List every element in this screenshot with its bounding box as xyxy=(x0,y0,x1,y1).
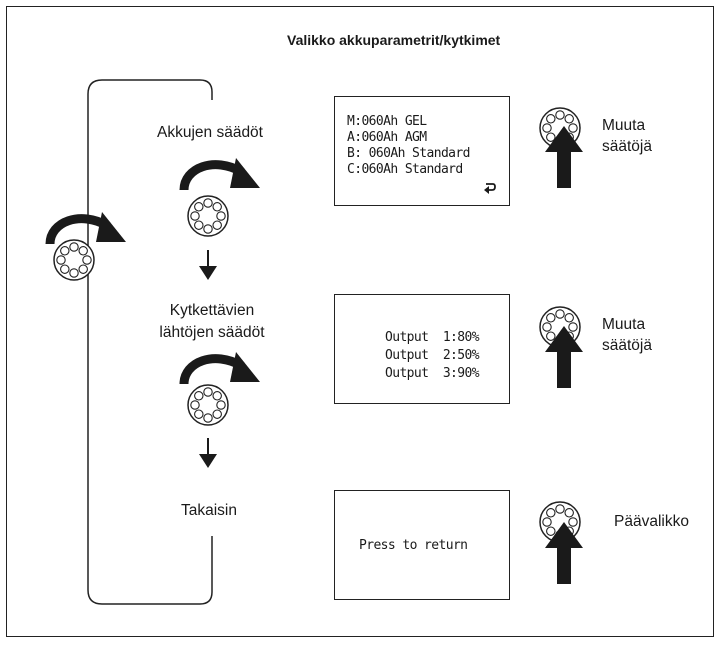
diagram-frame xyxy=(6,6,714,637)
lcd-line: Output 2:50% xyxy=(385,348,480,363)
diagram-title: Valikko akkuparametrit/kytkimet xyxy=(287,32,501,48)
return-arrow-icon xyxy=(484,183,496,194)
rotary-knob-icon xyxy=(187,195,229,237)
step-label-battery-settings: Akkujen säädöt xyxy=(157,124,263,141)
lcd-line: Output 3:90% xyxy=(385,366,480,381)
step-label-line: Kytkettävien xyxy=(169,302,255,319)
action-label-line: säätöjä xyxy=(602,138,652,155)
rotate-arrow-icon xyxy=(184,158,260,190)
lcd-line: B: 060Ah Standard xyxy=(347,146,470,161)
lcd-line: Press to return xyxy=(359,538,468,553)
lcd-screen-return: Press to return xyxy=(334,490,510,600)
down-arrow-icon xyxy=(198,437,218,469)
lcd-screen-outputs: Output 1:80% Output 2:50% Output 3:90% xyxy=(334,294,510,404)
action-label-line: Muuta xyxy=(602,316,646,333)
action-label-line: Muuta xyxy=(602,117,646,134)
action-label-change-settings: Muuta säätöjä xyxy=(602,115,652,157)
step-label-back: Takaisin xyxy=(181,502,237,519)
rotary-knob-icon xyxy=(53,239,95,281)
lcd-line: Output 1:80% xyxy=(385,330,480,345)
lcd-line: C:060Ah Standard xyxy=(347,162,463,177)
step-label-line: lähtöjen säädöt xyxy=(159,324,265,341)
rotary-knob-icon xyxy=(187,384,229,426)
down-arrow-icon xyxy=(198,249,218,281)
lcd-line: A:060Ah AGM xyxy=(347,130,427,145)
action-label-change-settings: Muuta säätöjä xyxy=(602,314,652,356)
action-label-main-menu: Päävalikko xyxy=(614,513,689,530)
rotate-arrow-icon xyxy=(184,352,260,384)
lcd-screen-battery: M:060Ah GEL A:060Ah AGM B: 060Ah Standar… xyxy=(334,96,510,206)
lcd-line: M:060Ah GEL xyxy=(347,114,427,129)
action-label-line: säätöjä xyxy=(602,337,652,354)
menu-loop-bracket xyxy=(87,79,213,605)
step-label-outputs-settings: Kytkettävien lähtöjen säädöt xyxy=(130,300,294,344)
